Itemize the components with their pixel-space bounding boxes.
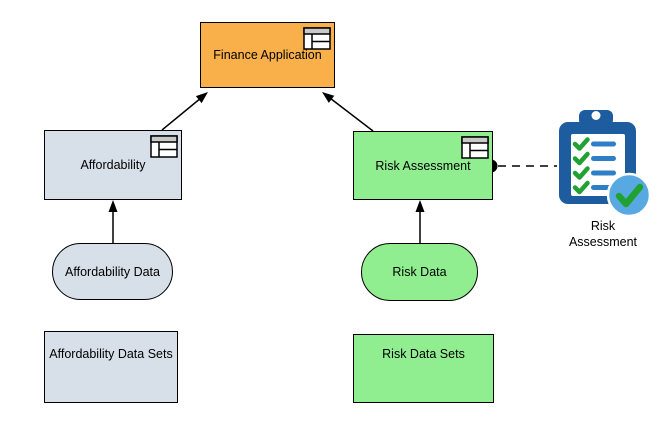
node-label: Finance Application <box>213 48 322 62</box>
node-label: Risk Data Sets <box>382 347 465 361</box>
connector-affordability-data-to-affordability[interactable] <box>108 200 118 243</box>
table-icon <box>303 27 331 50</box>
connector-risk-to-finance[interactable] <box>319 88 374 132</box>
node-label: Risk Assessment <box>375 158 471 173</box>
clipboard-label: Risk Assessment <box>568 219 638 249</box>
node-risk-data-sets[interactable]: Risk Data Sets <box>353 334 494 403</box>
node-label: Affordability Data Sets <box>49 347 173 361</box>
node-risk-assessment[interactable]: Risk Assessment <box>353 131 493 200</box>
connector-risk-to-clipboard[interactable] <box>484 159 558 173</box>
connector-affordability-to-finance[interactable] <box>161 89 211 131</box>
connector-risk-data-to-risk[interactable] <box>415 200 425 243</box>
node-label: Risk Data <box>392 265 447 279</box>
node-affordability-data[interactable]: Affordability Data <box>52 243 173 300</box>
node-affordability-data-sets[interactable]: Affordability Data Sets <box>44 331 178 403</box>
node-affordability[interactable]: Affordability <box>44 130 182 200</box>
node-label: Affordability Data <box>65 264 160 279</box>
table-icon <box>150 135 178 158</box>
node-finance-application[interactable]: Finance Application <box>200 22 335 88</box>
node-risk-data[interactable]: Risk Data <box>361 243 478 301</box>
table-icon <box>461 136 489 159</box>
node-label: Affordability <box>80 158 146 172</box>
clipboard-checklist-icon[interactable] <box>553 106 653 221</box>
